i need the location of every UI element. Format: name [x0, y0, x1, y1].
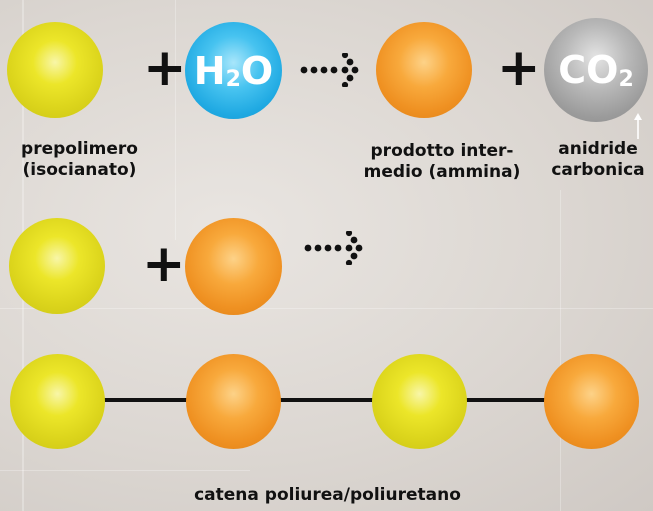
carbon-dioxide-sphere [544, 18, 648, 122]
background-line [175, 0, 176, 240]
chain-bond [462, 398, 554, 402]
chain-amine-sphere [186, 354, 281, 449]
prepolymer-label: prepolimero (isocianato) [2, 139, 157, 181]
background-line [560, 190, 561, 511]
small-up-arrow-icon [634, 113, 642, 139]
amine-sphere [185, 218, 282, 315]
chain-amine-sphere [544, 354, 639, 449]
plus-icon: + [143, 38, 187, 98]
carbon-dioxide-formula-co: CO [558, 48, 619, 92]
intermediate-label: prodotto inter- medio (ammina) [352, 141, 532, 183]
water-formula-o: O [240, 48, 274, 93]
reaction-arrow-icon [304, 231, 363, 265]
intermediate-label-line2: medio (ammina) [363, 162, 521, 182]
reaction-arrow-icon [300, 53, 359, 87]
water-formula-subscript: 2 [225, 67, 241, 92]
chain-isocyanate-sphere [10, 354, 105, 449]
carbon-dioxide-label-line2: carbonica [551, 160, 645, 180]
plus-icon: + [142, 234, 186, 294]
isocyanate-sphere [9, 218, 105, 314]
chain-bond [100, 398, 194, 402]
background-line [0, 308, 653, 309]
water-sphere [185, 22, 282, 119]
prepolymer-label-line2: (isocianato) [22, 160, 137, 180]
amine-sphere [376, 22, 472, 118]
chain-isocyanate-sphere [372, 354, 467, 449]
isocyanate-sphere [7, 22, 103, 118]
chain-bond [276, 398, 380, 402]
prepolymer-label-line1: prepolimero [21, 139, 138, 159]
plus-icon: + [497, 38, 541, 98]
water-formula-h: H [193, 48, 226, 93]
carbon-dioxide-label-line1: anidride [558, 139, 638, 159]
carbon-dioxide-label: anidride carbonica [543, 139, 653, 181]
background-line [0, 470, 250, 471]
carbon-dioxide-formula-subscript: 2 [618, 66, 634, 92]
intermediate-label-line1: prodotto inter- [370, 141, 514, 161]
polymer-chain-label: catena poliurea/poliuretano [194, 485, 461, 505]
